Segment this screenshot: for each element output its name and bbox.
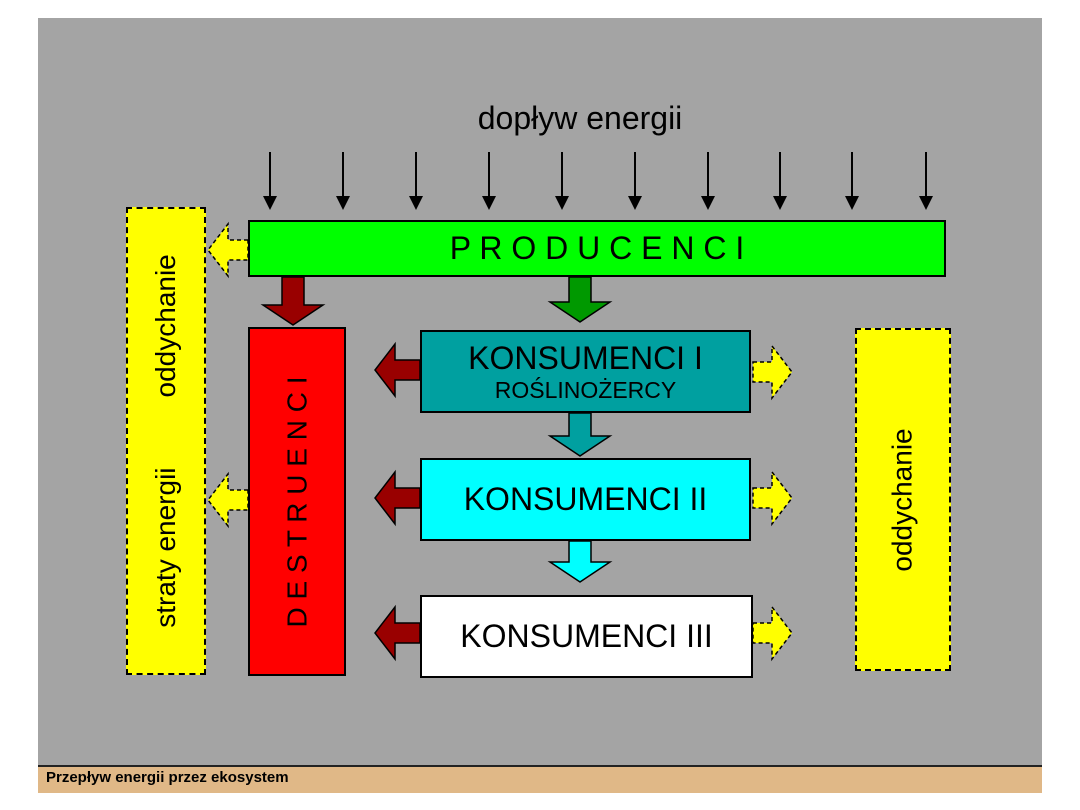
producers-to-consumers-arrow-icon bbox=[547, 276, 613, 323]
producers-label: P R O D U C E N C I bbox=[449, 230, 745, 266]
consumers-1-sublabel: ROŚLINOŻERCY bbox=[494, 376, 677, 403]
energy-input-arrowhead-icon bbox=[555, 196, 569, 210]
footer-bar: Przepływ energii przez ekosystem bbox=[38, 765, 1042, 793]
producers-respiration-arrow-icon bbox=[207, 221, 249, 279]
producers-box: P R O D U C E N C I bbox=[248, 220, 946, 277]
consumers-2-box: KONSUMENCI II bbox=[420, 458, 751, 541]
energy-input-arrowhead-icon bbox=[263, 196, 277, 210]
consumers2-to-decomposers-arrow-icon bbox=[374, 469, 421, 527]
consumers-3-label: KONSUMENCI III bbox=[460, 618, 713, 654]
producers-to-decomposers-arrow-icon bbox=[260, 276, 326, 326]
decomposers-energy-loss-arrow-icon bbox=[207, 471, 249, 529]
energy-input-arrowhead-icon bbox=[919, 196, 933, 210]
consumers3-to-decomposers-arrow-icon bbox=[374, 604, 421, 662]
energy-input-arrowhead-icon bbox=[336, 196, 350, 210]
energy-input-title: dopływ energii bbox=[477, 100, 683, 136]
energy-input-arrowhead-icon bbox=[701, 196, 715, 210]
consumers1-respiration-arrow-icon bbox=[752, 343, 793, 401]
consumers2-to-3-arrow-icon bbox=[547, 540, 613, 583]
consumers1-to-2-arrow-icon bbox=[547, 412, 613, 457]
consumers-3-box: KONSUMENCI III bbox=[420, 595, 753, 678]
energy-input-arrowhead-icon bbox=[409, 196, 423, 210]
respiration-box: oddychanie bbox=[855, 328, 951, 671]
consumers-2-label: KONSUMENCI II bbox=[463, 481, 708, 517]
consumers-1-box: KONSUMENCI I ROŚLINOŻERCY bbox=[420, 330, 751, 413]
decomposers-box: D E S T R U E N C I bbox=[248, 327, 346, 676]
energy-input-arrowhead-icon bbox=[773, 196, 787, 210]
consumers1-to-decomposers-arrow-icon bbox=[374, 341, 421, 399]
energy-input-arrowhead-icon bbox=[482, 196, 496, 210]
energy-loss-box: straty energiioddychanie bbox=[126, 207, 206, 675]
consumers-1-label: KONSUMENCI I bbox=[468, 339, 703, 376]
consumers3-respiration-arrow-icon bbox=[752, 604, 793, 662]
footer-title: Przepływ energii przez ekosystem bbox=[46, 769, 289, 786]
energy-input-arrowhead-icon bbox=[845, 196, 859, 210]
consumers2-respiration-arrow-icon bbox=[752, 469, 793, 527]
energy-input-arrowhead-icon bbox=[628, 196, 642, 210]
